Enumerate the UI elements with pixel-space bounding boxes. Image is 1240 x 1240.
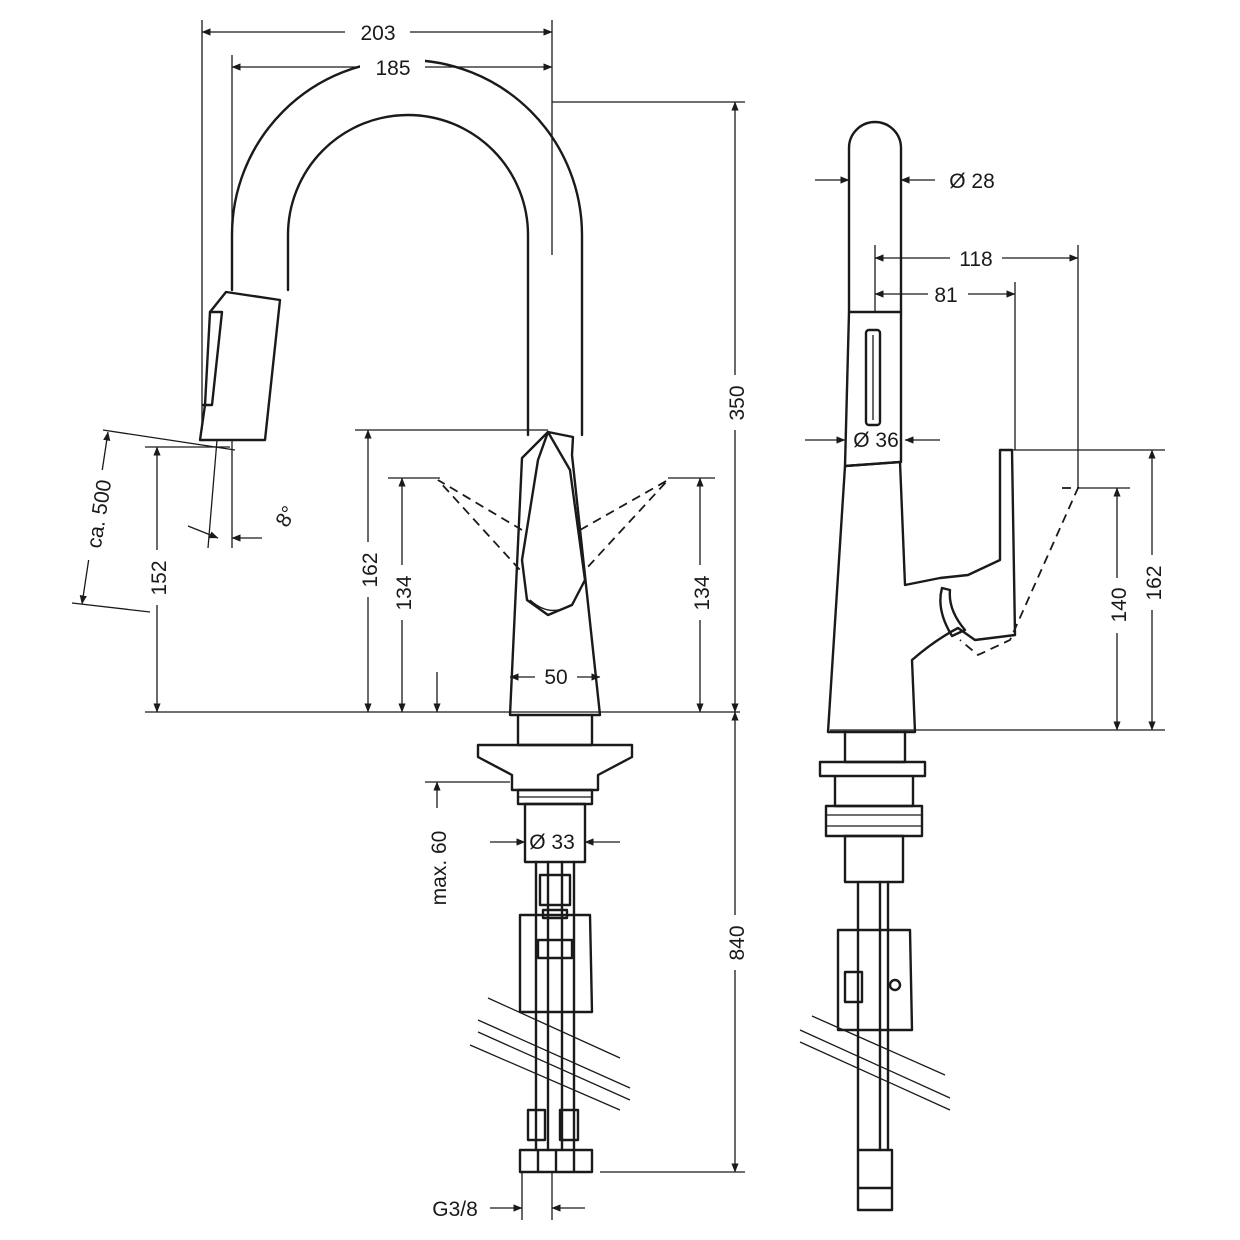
front-base-collar bbox=[516, 713, 594, 747]
dim-203: 203 bbox=[360, 22, 395, 45]
dim-dia33: Ø 33 bbox=[529, 831, 575, 854]
side-body bbox=[826, 448, 1017, 734]
front-dimensions: 203 185 350 840 ca. 500 8° 152 1 bbox=[71, 20, 750, 1221]
front-hoses bbox=[534, 860, 576, 1152]
front-control-box bbox=[518, 913, 594, 1014]
front-spout bbox=[230, 58, 584, 437]
side-spray-button bbox=[864, 328, 882, 427]
dim-max60: max. 60 bbox=[428, 831, 451, 906]
front-shank bbox=[523, 802, 587, 864]
dim-8deg: 8° bbox=[271, 502, 301, 531]
side-view bbox=[799, 120, 1165, 1212]
front-lever-left-dashed bbox=[437, 479, 523, 571]
side-lever-dashed bbox=[959, 487, 1080, 657]
dim-81: 81 bbox=[934, 284, 957, 307]
front-view bbox=[145, 58, 740, 1174]
front-hose-nuts bbox=[518, 1148, 594, 1174]
front-mounting-plate bbox=[476, 743, 634, 792]
dim-162-front: 162 bbox=[359, 552, 382, 587]
front-counter-break bbox=[469, 997, 631, 1111]
side-base-collar bbox=[843, 730, 907, 764]
side-dimensions: Ø 28 118 81 Ø 36 162 140 bbox=[805, 170, 1167, 731]
dim-dia36: Ø 36 bbox=[853, 429, 899, 452]
dim-840: 840 bbox=[726, 925, 749, 960]
front-spray-button bbox=[201, 310, 224, 407]
front-lever-right-dashed bbox=[579, 479, 669, 571]
dim-185: 185 bbox=[375, 57, 410, 80]
dim-140: 140 bbox=[1108, 587, 1131, 622]
front-body bbox=[508, 430, 602, 717]
side-shank bbox=[843, 834, 905, 884]
dim-50: 50 bbox=[544, 666, 567, 689]
dim-350: 350 bbox=[726, 385, 749, 420]
side-control-box bbox=[836, 928, 914, 1032]
dim-118: 118 bbox=[959, 248, 992, 271]
side-hose-nut bbox=[856, 1148, 894, 1212]
dim-g38: G3/8 bbox=[432, 1198, 478, 1221]
front-hose-clips bbox=[538, 873, 572, 920]
dim-152: 152 bbox=[148, 560, 171, 595]
side-spout bbox=[847, 120, 903, 314]
side-mounting-plate bbox=[818, 760, 927, 808]
dim-162-side: 162 bbox=[1143, 565, 1166, 600]
front-spray-head bbox=[198, 290, 282, 442]
dim-134-right: 134 bbox=[691, 575, 714, 610]
dim-134-left: 134 bbox=[393, 575, 416, 610]
side-thread bbox=[824, 804, 924, 838]
front-lever-handle bbox=[520, 430, 587, 617]
side-counter-break bbox=[799, 1015, 951, 1111]
dim-dia28: Ø 28 bbox=[949, 170, 995, 193]
